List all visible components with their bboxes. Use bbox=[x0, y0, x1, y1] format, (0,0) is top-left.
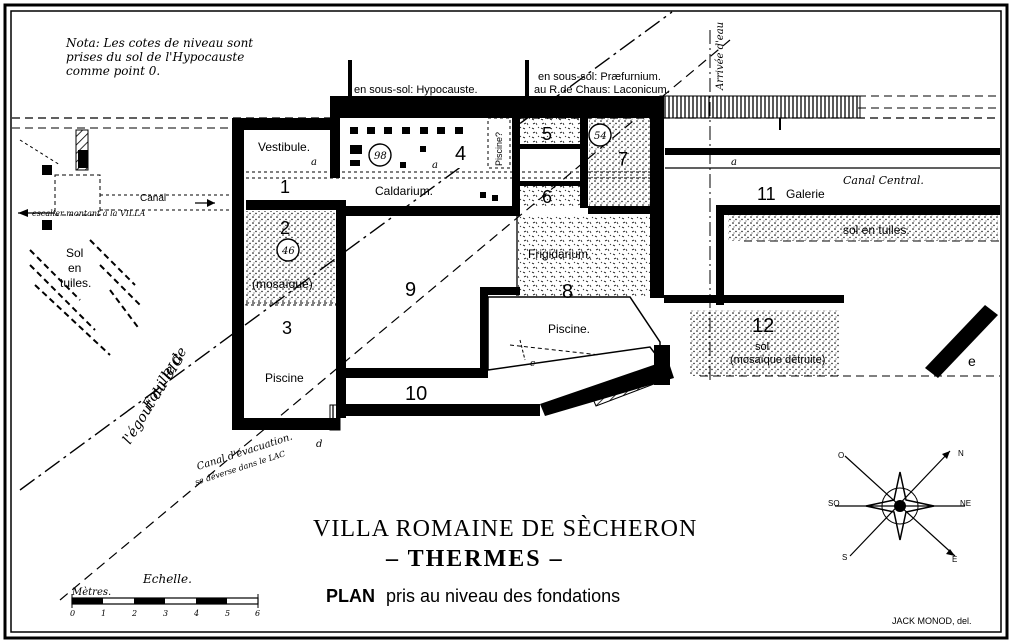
room-3-number: 3 bbox=[282, 318, 292, 338]
title-line2: – THERMES – bbox=[385, 546, 564, 572]
outer-frame bbox=[3, 3, 1009, 640]
room-3-name: Piscine bbox=[265, 371, 304, 385]
note-escalier: escalier montant à la VILLA bbox=[32, 209, 146, 218]
title-plan-rest: pris au niveau des fondations bbox=[386, 586, 620, 606]
left-floor-1: Sol bbox=[66, 246, 83, 260]
left-floor-3: tuiles. bbox=[60, 276, 91, 290]
scale-tick-1: 1 bbox=[101, 609, 106, 618]
wall-11-hatch bbox=[716, 215, 724, 250]
note-canal-central: Canal Central. bbox=[843, 174, 924, 187]
left-tile-floor bbox=[29, 239, 141, 356]
room-3-separator bbox=[245, 302, 337, 306]
room-1-number: 1 bbox=[280, 177, 290, 197]
wall-e bbox=[925, 305, 998, 378]
room-8-piscine-edge bbox=[487, 296, 661, 371]
room-5-number: 5 bbox=[542, 124, 552, 144]
room-11-floor bbox=[728, 215, 998, 241]
scale-title: Echelle. bbox=[142, 572, 192, 586]
water-channel bbox=[659, 95, 1000, 130]
compass-ne: NE bbox=[960, 499, 971, 508]
room-10-number: 10 bbox=[405, 383, 427, 405]
level-d: d bbox=[316, 439, 322, 450]
piscine-dash-2 bbox=[519, 339, 526, 361]
note-praefurnium: en sous-sol: Præfurnium. bbox=[538, 71, 661, 83]
piscine-dash bbox=[509, 344, 601, 356]
compass-s: S bbox=[842, 553, 847, 562]
nota-line1: Nota: Les cotes de niveau sont bbox=[65, 36, 253, 50]
room-8-fill bbox=[518, 215, 652, 297]
fouille-line2: l'égout du BIG bbox=[120, 352, 188, 447]
room-12-floor bbox=[690, 310, 840, 376]
room-12-number: 12 bbox=[752, 315, 774, 337]
note-canal: Canal bbox=[140, 193, 166, 204]
room-10-hatch bbox=[589, 369, 655, 407]
note-hypocauste: en sous-sol: Hypocauste. bbox=[354, 84, 478, 96]
walls bbox=[232, 96, 1000, 430]
room-11-floor: sol en tuiles. bbox=[843, 223, 910, 237]
room-11-name: Galerie bbox=[786, 187, 825, 201]
note-arrivee: Arrivée d'eau bbox=[715, 22, 726, 91]
hypocauste-pillars bbox=[350, 127, 498, 201]
level-circle-98 bbox=[368, 143, 392, 167]
title-line3: PLAN pris au niveau des fondations bbox=[326, 586, 620, 606]
compass-so: SO bbox=[828, 499, 840, 508]
drain-block bbox=[329, 404, 341, 431]
room-7-number: 7 bbox=[618, 149, 628, 169]
room-8-name: Frigidarium. bbox=[528, 247, 591, 261]
room-8-number: 8 bbox=[562, 281, 573, 303]
room-8-piscine: Piscine. bbox=[548, 322, 590, 336]
credit: JACK MONOD, del. bbox=[892, 616, 972, 626]
level-circle-46 bbox=[276, 238, 300, 262]
level-circle-54 bbox=[588, 123, 612, 147]
room-4-number: 4 bbox=[455, 143, 466, 165]
level-c: c bbox=[530, 359, 535, 369]
room-2-name: (mosaïque) bbox=[252, 277, 313, 291]
room-11-number: 11 bbox=[757, 184, 776, 204]
level-a-2: a bbox=[432, 160, 438, 171]
scale-unit: Mètres. bbox=[71, 587, 111, 598]
title-line1: VILLA ROMAINE DE SÈCHERON bbox=[313, 516, 697, 542]
scale-bar bbox=[71, 594, 259, 608]
inner-frame bbox=[10, 10, 1002, 633]
nota-line3: comme point 0. bbox=[66, 64, 160, 78]
room-4-piscine: Piscine? bbox=[494, 132, 504, 166]
scale-tick-2: 2 bbox=[131, 609, 137, 618]
room-1-name: Vestibule. bbox=[258, 140, 310, 154]
staircase-area bbox=[18, 129, 230, 230]
room-2-level: 46 bbox=[281, 246, 295, 257]
level-a-3: a bbox=[731, 157, 737, 168]
level-a-1: a bbox=[311, 157, 317, 168]
room-12-name-2: (mosaïque détruite) bbox=[730, 354, 825, 366]
note-laconicum: au R.de Chaus: Laconicum. bbox=[534, 84, 670, 96]
label-e: e bbox=[968, 353, 976, 369]
scale-tick-0: 0 bbox=[70, 609, 75, 618]
room-4-level: 98 bbox=[374, 151, 387, 162]
room-2-number: 2 bbox=[280, 218, 290, 238]
left-floor-2: en bbox=[68, 261, 81, 275]
scale-tick-5: 5 bbox=[225, 609, 230, 618]
title-plan: PLAN bbox=[326, 586, 375, 606]
room-4-name: Caldarium. bbox=[375, 184, 433, 198]
room-12-name-1: sol bbox=[755, 341, 769, 353]
room-8-wall-hatch bbox=[514, 216, 520, 296]
compass-rose bbox=[835, 450, 965, 557]
compass-n: N bbox=[958, 449, 964, 458]
compass-o: O bbox=[838, 451, 844, 460]
nota-line2: prises du sol de l'Hypocauste bbox=[66, 50, 244, 64]
room-5-fill bbox=[520, 118, 580, 144]
room-6-fill bbox=[520, 186, 580, 206]
room-8-piscine-wall bbox=[480, 295, 488, 365]
room-7-level: 54 bbox=[594, 131, 607, 142]
room-6-number: 6 bbox=[542, 187, 552, 207]
scale-tick-3: 3 bbox=[163, 609, 168, 618]
compass-e: E bbox=[952, 555, 957, 564]
scale-tick-4: 4 bbox=[193, 609, 199, 618]
room-9-number: 9 bbox=[405, 279, 416, 301]
room-4-floor bbox=[340, 118, 512, 168]
scale-tick-6: 6 bbox=[255, 609, 260, 618]
